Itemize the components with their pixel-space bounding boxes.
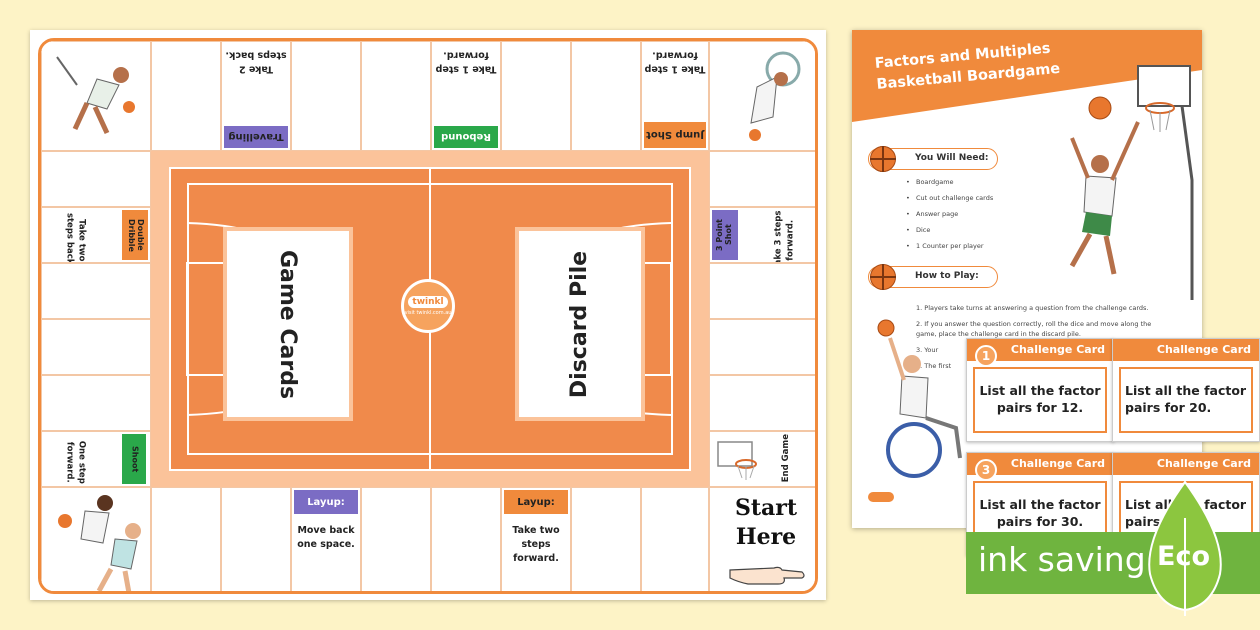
need-item: Boardgame xyxy=(906,178,953,186)
board-square xyxy=(709,263,815,319)
board-track: Take 2 steps back. Travelling Take 1 ste… xyxy=(38,38,818,594)
need-item: Dice xyxy=(906,226,931,234)
square-text: One step forward. xyxy=(64,440,87,484)
how-to-play-heading: How to Play: xyxy=(868,266,998,288)
game-cards-slot[interactable]: Game Cards xyxy=(223,227,353,421)
game-board: Take 2 steps back. Travelling Take 1 ste… xyxy=(30,30,826,600)
need-item: Answer page xyxy=(906,210,958,218)
board-square xyxy=(291,41,361,151)
square-label: Travelling xyxy=(224,126,288,148)
wheelchair-athlete-icon xyxy=(877,319,962,478)
board-square xyxy=(571,41,641,151)
square-text: Take 1 step forward. xyxy=(435,49,497,75)
board-square-double-dribble: Take two steps back. Double Dribble xyxy=(41,207,151,263)
pointing-hand-icon xyxy=(729,566,805,585)
square-label: 3 Point Shot xyxy=(712,210,738,260)
basketball-icon xyxy=(870,264,896,290)
discard-pile-slot[interactable]: Discard Pile xyxy=(515,227,645,421)
you-will-need-heading: You Will Need: xyxy=(868,148,998,170)
board-square-travelling: Take 2 steps back. Travelling xyxy=(221,41,291,151)
challenge-card-title: Challenge Card xyxy=(967,339,1113,361)
square-label: Layup: xyxy=(504,490,568,514)
square-text: Take 3 steps forward. xyxy=(773,210,796,263)
square-label: Shoot xyxy=(122,434,146,484)
challenge-card-number: 3 xyxy=(975,459,997,481)
start-square: Start Here xyxy=(709,487,815,591)
basketball-hoop-icon xyxy=(717,441,757,480)
square-text: Take two steps back. xyxy=(64,212,87,263)
basketball-icon xyxy=(870,146,896,172)
board-square-3-point-shot: 3 Point Shot Take 3 steps forward. xyxy=(709,207,815,263)
board-square xyxy=(151,487,221,591)
logo-tagline: visit twinkl.com.au xyxy=(404,310,452,316)
dunking-player-icon xyxy=(1069,65,1194,300)
challenge-card: Challenge Card List all the factor pairs… xyxy=(1112,338,1260,442)
challenge-card-title: Challenge Card xyxy=(967,453,1113,475)
game-cards-label: Game Cards xyxy=(275,249,301,399)
play-step: 4. The first xyxy=(916,362,952,370)
square-text: Take 1 step forward. xyxy=(644,49,706,75)
square-label: Rebound xyxy=(434,126,498,148)
square-text: Take 2 steps back. xyxy=(225,49,287,75)
board-square xyxy=(431,487,501,591)
need-item: Cut out challenge cards xyxy=(906,194,993,202)
challenge-card-title: Challenge Card xyxy=(1113,339,1259,361)
court-line xyxy=(187,453,673,455)
board-square xyxy=(151,41,221,151)
board-square xyxy=(501,41,571,151)
twinkl-small-logo xyxy=(868,492,894,502)
player-figure-icon xyxy=(56,56,135,135)
play-step: 3. Your xyxy=(916,346,939,354)
square-label: Double Dribble xyxy=(122,210,148,260)
logo-text: twinkl xyxy=(408,296,448,308)
board-square xyxy=(709,375,815,431)
challenge-card-number: 1 xyxy=(975,345,997,367)
board-square xyxy=(641,487,709,591)
need-item: 1 Counter per player xyxy=(906,242,983,250)
sheet-banner xyxy=(852,30,1202,122)
board-square-layup-back: Layup: Move back one space. xyxy=(291,487,361,591)
court-line xyxy=(187,183,673,185)
board-square xyxy=(41,263,151,319)
board-square xyxy=(361,41,431,151)
two-players-icon xyxy=(58,495,141,591)
challenge-card: Challenge Card List all the factor pairs… xyxy=(966,338,1114,442)
square-label: Jump Shot xyxy=(644,122,706,148)
square-label: End Game xyxy=(780,434,791,483)
eco-label: Eco xyxy=(1157,541,1210,572)
board-square-end-game: End Game xyxy=(709,431,815,487)
board-square xyxy=(221,487,291,591)
board-square xyxy=(571,487,641,591)
play-step: 2. If you answer the question correctly,… xyxy=(916,320,1152,328)
play-step: game, place the challenge card in the di… xyxy=(916,330,1081,338)
board-square xyxy=(709,319,815,375)
board-square xyxy=(41,375,151,431)
board-square xyxy=(41,319,151,375)
board-square xyxy=(361,487,431,591)
wheelchair-player-icon xyxy=(749,51,801,141)
twinkl-logo: twinkl visit twinkl.com.au xyxy=(401,279,455,333)
start-here-label: Start Here xyxy=(734,495,798,550)
ink-saving-label: ink saving xyxy=(978,540,1146,579)
square-text: Take two steps forward. xyxy=(512,525,560,564)
board-square-rebound: Take 1 step forward. Rebound xyxy=(431,41,501,151)
eco-leaf-icon xyxy=(1148,480,1222,616)
instructions-sheet: Factors and Multiples Basketball Boardga… xyxy=(852,30,1202,528)
square-text: Move back one space. xyxy=(297,525,355,550)
challenge-card-title: Challenge Card xyxy=(1113,453,1259,475)
play-step: 1. Players take turns at answering a que… xyxy=(916,304,1149,312)
challenge-card-text: List all the factor pairs for 12. xyxy=(973,367,1107,433)
board-square-layup-forward: Layup: Take two steps forward. xyxy=(501,487,571,591)
discard-pile-label: Discard Pile xyxy=(567,250,593,398)
square-label: Layup: xyxy=(294,490,358,514)
challenge-card-text: List all the factor pairs for 20. xyxy=(1119,367,1253,433)
board-square xyxy=(41,151,151,207)
board-square xyxy=(709,151,815,207)
board-square-shoot: One step forward. Shoot xyxy=(41,431,151,487)
board-square-jump-shot: Take 1 step forward. Jump Shot xyxy=(641,41,709,151)
